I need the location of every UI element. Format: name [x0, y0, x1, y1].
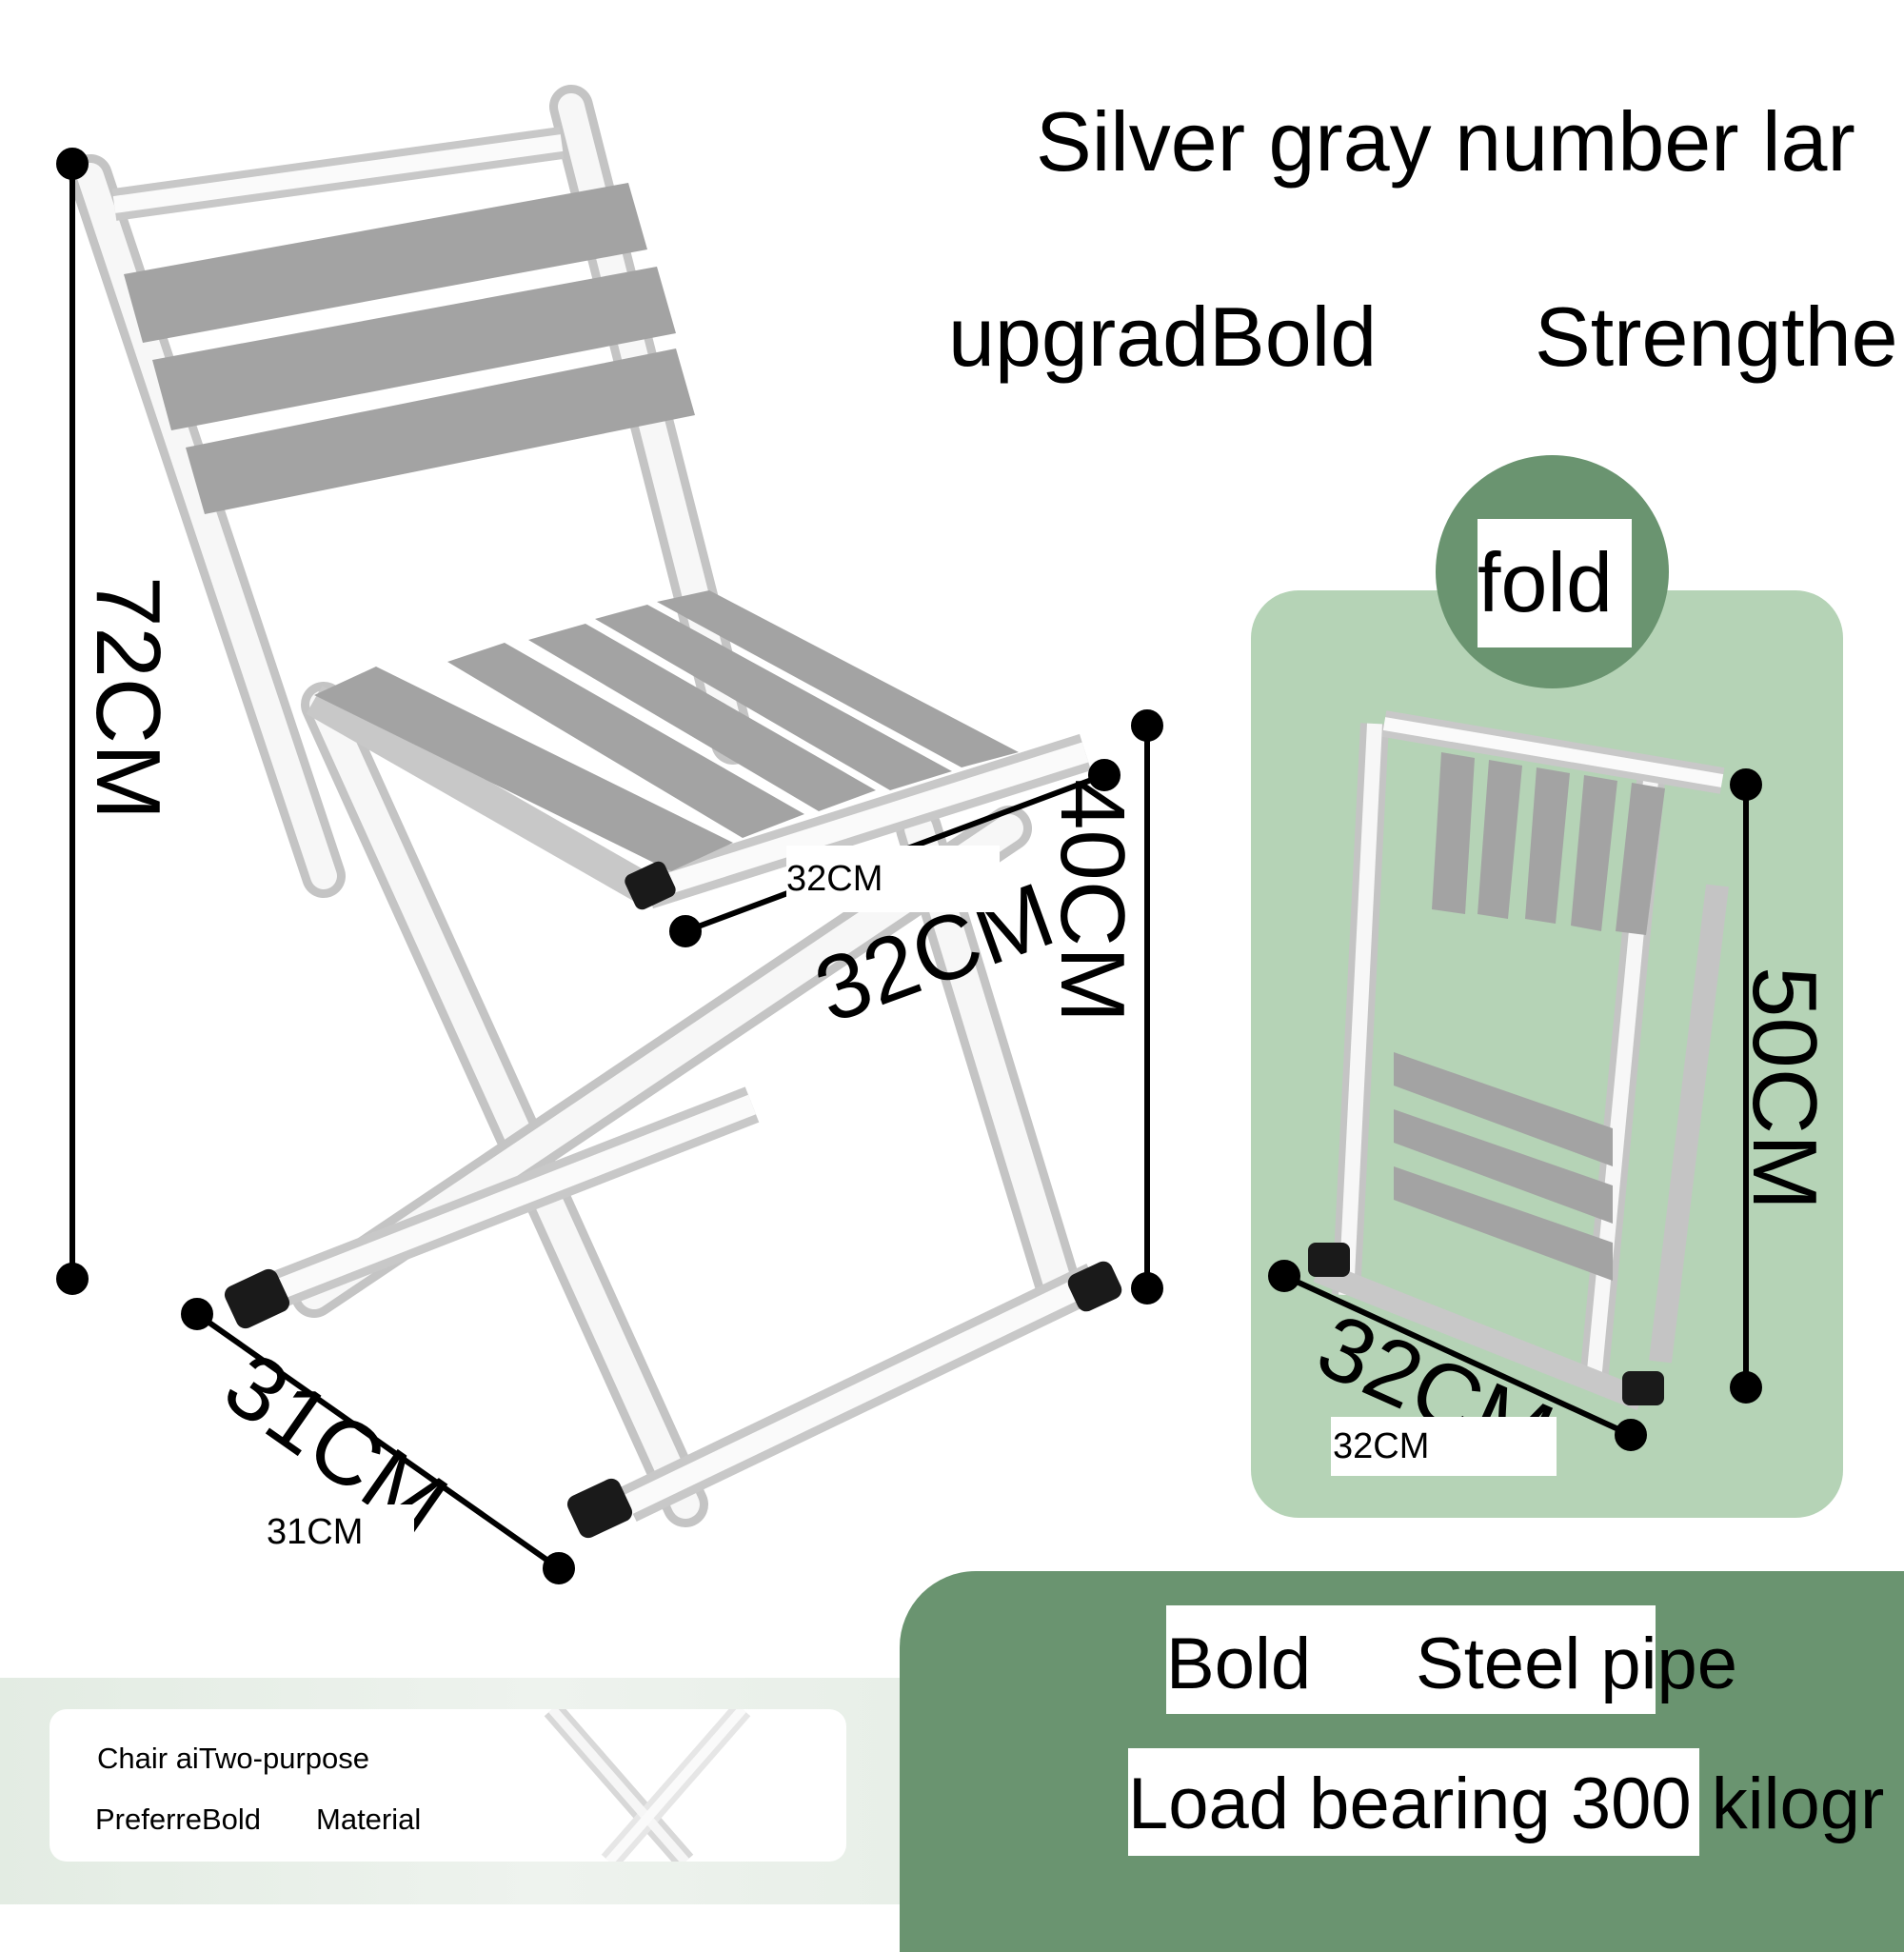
depth-small-box — [262, 1504, 414, 1554]
seat-width-small-label: 32CM — [786, 859, 883, 899]
headline-line2b: Strengthe — [1535, 289, 1898, 384]
fold-badge-label: fold — [1478, 535, 1613, 629]
dimension-lines — [56, 148, 1762, 1584]
load-label-box — [1128, 1748, 1699, 1856]
steel-label-box — [1416, 1605, 1656, 1714]
headline-line1: Silver gray number lar — [1036, 94, 1855, 189]
folded-width-small-box — [1331, 1417, 1557, 1476]
depth-small-label: 31CM — [267, 1512, 364, 1552]
bold-label-box — [1166, 1605, 1416, 1714]
info-card-line1: Chair aiTwo-purpose — [97, 1742, 370, 1775]
fold-badge-label-box — [1478, 519, 1632, 647]
folded-chair-image — [1308, 710, 1729, 1411]
folded-height-label: 50CM — [1734, 966, 1835, 1211]
info-card-line2a: PreferreBold — [95, 1803, 262, 1836]
seat-height-label: 40CM — [1041, 779, 1143, 1024]
headline-line2a: upgradBold — [948, 289, 1378, 384]
seat-width-small-box — [786, 846, 1000, 912]
card-x-legs-image — [544, 1709, 751, 1862]
height-total-label: 72CM — [77, 576, 179, 821]
folded-width-small-label: 32CM — [1333, 1426, 1430, 1466]
load-bearing-label: Load bearing 300 kilogr — [1128, 1763, 1885, 1844]
folding-chair-image — [69, 85, 1122, 1539]
steel-pipe-label: Steel pipe — [1416, 1623, 1738, 1704]
bold-label: Bold — [1166, 1623, 1312, 1704]
info-card-line2b: Material — [316, 1803, 422, 1836]
